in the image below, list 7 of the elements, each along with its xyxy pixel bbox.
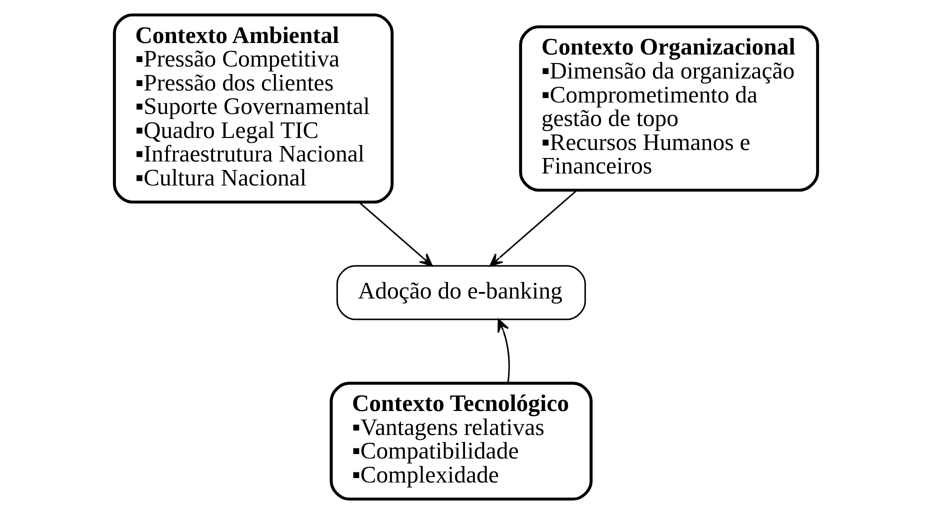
node-box: Contexto Organizacional ▪Dimensão da organização ▪Comprometimento da gestão de topo ▪Recursos Humanos e Financeiros <box>518 24 819 192</box>
arrow <box>497 318 510 382</box>
arrow <box>358 201 432 266</box>
arrow <box>488 189 577 266</box>
node-box: Contexto Tecnológico ▪Vantagens relativas ▪Compatibilidade ▪Complexidade <box>329 381 592 500</box>
node-box: Contexto Ambiental ▪Pressão Competitiva ▪Pressão dos clientes ▪Suporte Governamental ▪Quadro Legal TIC ▪Infraestrutura Nacional ▪Cultura Nacional <box>112 12 394 204</box>
node-box: Adoção do e-banking <box>336 264 586 320</box>
